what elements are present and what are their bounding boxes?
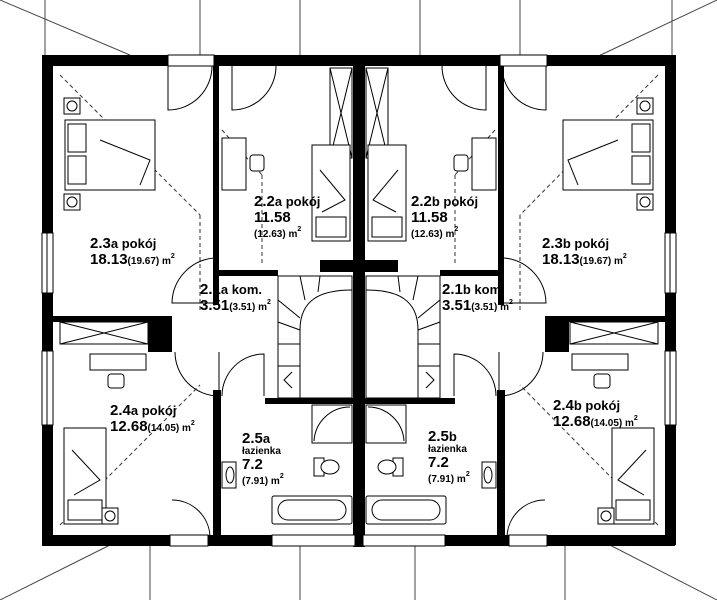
room-label-2-3b: 2.3b pokój 18.13(19.67) m2 bbox=[542, 235, 627, 268]
room-label-2-4a: 2.4a pokój 12.68(14.05) m2 bbox=[110, 402, 195, 435]
window-icon bbox=[41, 54, 677, 547]
room-label-2-3a: 2.3a pokój 18.13(19.67) m2 bbox=[90, 235, 175, 268]
interior-walls bbox=[52, 55, 665, 547]
room-label-2-5a: 2.5a łazienka 7.2 (7.91) m2 bbox=[242, 430, 284, 487]
wardrobe-icon bbox=[59, 67, 659, 345]
toilet-icon bbox=[313, 457, 404, 477]
room-label-2-5b: 2.5b łazienka 7.2 (7.91) m2 bbox=[428, 428, 470, 485]
chair-icon bbox=[107, 154, 611, 389]
door-swing-icon bbox=[167, 65, 547, 539]
bathtub-icon bbox=[271, 495, 447, 525]
desk-icon bbox=[89, 137, 629, 371]
exterior-walls bbox=[42, 55, 676, 546]
room-label-2-1b: 2.1b kom. 3.51(3.51) m2 bbox=[442, 281, 513, 314]
room-label-2-1a: 2.1a kom. 3.51(3.51) m2 bbox=[200, 281, 271, 314]
bed-icon bbox=[63, 119, 655, 525]
room-label-2-2a: 2.2a pokój 11.58 (12.63) m2 bbox=[254, 193, 321, 240]
sink-icon bbox=[221, 461, 497, 489]
nightstand-icon bbox=[63, 97, 654, 525]
stairs-icon bbox=[277, 275, 441, 399]
room-label-2-4b: 2.4b pokój 12.68(14.05) m2 bbox=[553, 397, 638, 430]
shower-icon bbox=[311, 404, 407, 444]
room-label-2-2b: 2.2b pokój 11.58 (12.63) m2 bbox=[411, 193, 479, 240]
